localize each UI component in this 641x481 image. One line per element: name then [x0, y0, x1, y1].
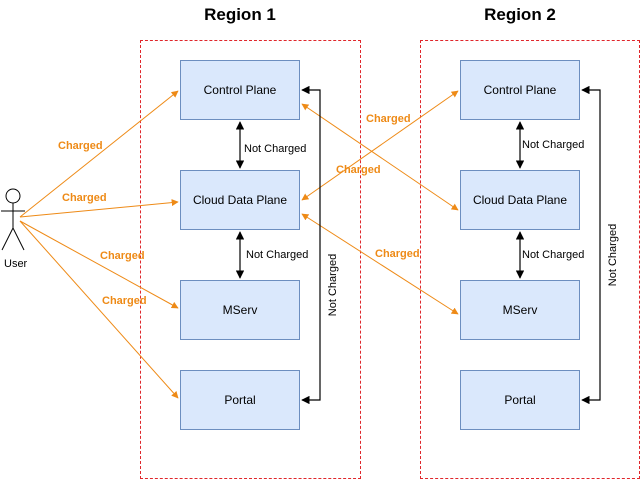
label-charged-cross-bottom: Charged — [375, 248, 420, 260]
label-charged-user-control: Charged — [58, 140, 103, 152]
edge-r1-cloud-data-plane-r2-control-plane — [301, 90, 459, 201]
r1-control-plane-node[interactable]: Control Plane — [180, 60, 300, 120]
label-charged-user-cloud: Charged — [62, 192, 107, 204]
label-not-charged-r2-control-cloud: Not Charged — [522, 139, 585, 151]
label-not-charged-r1-cloud-mserv: Not Charged — [246, 249, 309, 261]
user-actor-icon — [1, 188, 25, 251]
label-charged-user-portal: Charged — [102, 295, 147, 307]
label-not-charged-r2-control-portal: Not Charged — [607, 223, 620, 287]
edge-user-r1-cloud-data-plane — [19, 199, 179, 218]
label-not-charged-r1-control-portal: Not Charged — [327, 253, 340, 317]
region-2-title: Region 2 — [484, 5, 556, 24]
label-charged-user-mserv: Charged — [100, 250, 145, 262]
edge-user-r1-mserv — [19, 220, 179, 309]
edge-user-r1-control-plane — [19, 90, 179, 218]
label-not-charged-r1-control-cloud: Not Charged — [244, 143, 307, 155]
edge-r2-control-portal — [581, 85, 601, 405]
edge-user-r1-portal — [19, 220, 179, 399]
r2-mserv-node[interactable]: MServ — [460, 280, 580, 340]
label-charged-cross-top: Charged — [366, 113, 411, 125]
r1-cloud-data-plane-node[interactable]: Cloud Data Plane — [180, 170, 300, 230]
user-label: User — [4, 258, 28, 270]
label-not-charged-r2-cloud-mserv: Not Charged — [522, 249, 585, 261]
r2-cloud-data-plane-node[interactable]: Cloud Data Plane — [460, 170, 580, 230]
r2-control-plane-node[interactable]: Control Plane — [460, 60, 580, 120]
region-1-title: Region 1 — [204, 5, 276, 24]
r2-portal-node[interactable]: Portal — [460, 370, 580, 430]
label-charged-cross-middle: Charged — [336, 164, 381, 176]
r1-portal-node[interactable]: Portal — [180, 370, 300, 430]
edge-r1-control-portal — [301, 85, 321, 405]
edge-r1-cloud-data-plane-r2-mserv — [301, 213, 459, 315]
r1-mserv-node[interactable]: MServ — [180, 280, 300, 340]
